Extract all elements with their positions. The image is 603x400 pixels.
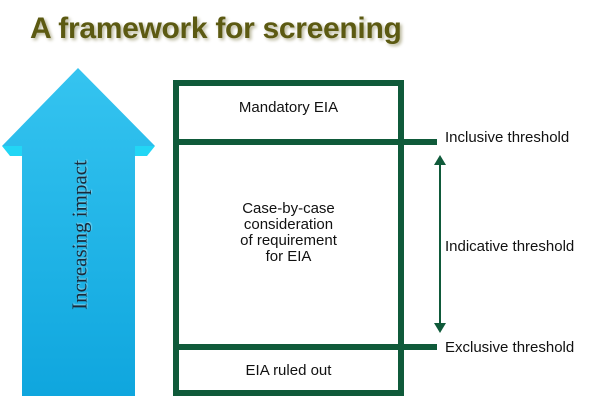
indicative-threshold-label: Indicative threshold xyxy=(445,238,575,255)
exclusive-threshold-label: Exclusive threshold xyxy=(445,339,575,356)
screening-frame xyxy=(173,80,404,396)
up-arrow-icon xyxy=(2,68,155,396)
case-line-2: consideration xyxy=(243,216,334,233)
case-line-3: of requirement xyxy=(240,232,337,249)
case-line-1: Case-by-case xyxy=(242,200,335,217)
threshold-lines xyxy=(400,139,437,350)
zone-mandatory-eia: Mandatory EIA xyxy=(238,99,339,116)
slide-title: A framework for screening xyxy=(30,12,402,45)
zone-case-by-case: Case-by-case consideration of requiremen… xyxy=(179,201,398,265)
double-arrow-icon xyxy=(434,155,446,333)
arrow-label: Increasing impact xyxy=(67,160,92,310)
case-line-4: for EIA xyxy=(265,248,312,265)
zone-eia-ruled-out: EIA ruled out xyxy=(245,362,332,379)
inclusive-threshold-label: Inclusive threshold xyxy=(445,129,570,146)
